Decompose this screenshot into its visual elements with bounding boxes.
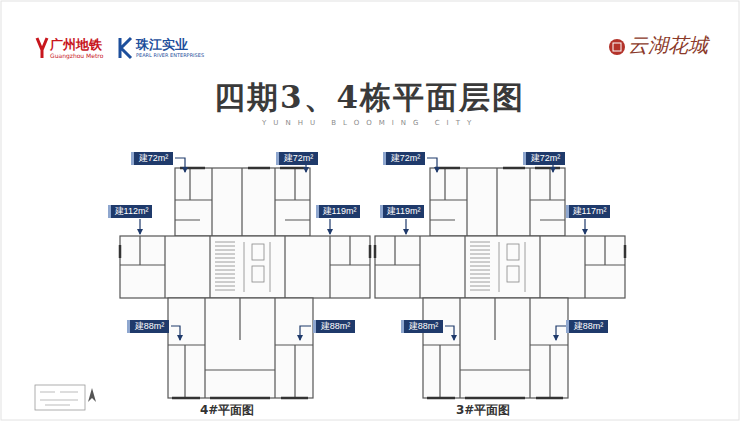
plan-stroke (329, 219, 330, 234)
area-text: 建72m² (139, 154, 169, 163)
area-callout: 建88m² (313, 320, 355, 333)
area-text: 建119m² (323, 207, 357, 216)
label-text: 广州地铁 (50, 38, 102, 52)
area-text: 建72m² (284, 154, 314, 163)
plan-stroke (300, 326, 311, 340)
area-text: 建119m² (387, 207, 421, 216)
area-callout: 建119m² (316, 205, 360, 218)
plan-stroke (40, 392, 78, 405)
area-callout: 建72m² (383, 152, 425, 165)
label-text: PEARL RIVER ENTERPRISES (136, 53, 204, 59)
plan-stroke (215, 242, 270, 292)
area-text: 建117m² (573, 207, 607, 216)
area-text: 建88m² (574, 322, 604, 331)
plan-stroke (175, 168, 310, 236)
area-callout: 建88m² (401, 320, 443, 333)
plan-stroke (168, 298, 313, 398)
plan-stroke (609, 39, 625, 55)
label-text: YUNHU BLOOMING CITY (262, 120, 478, 128)
area-callout: 建72m² (276, 152, 318, 165)
area-text: 建112m² (115, 207, 149, 216)
area-callout: 建88m² (566, 320, 608, 333)
area-callout: 建72m² (131, 152, 173, 165)
plan-stroke (244, 242, 270, 292)
plan-stroke (215, 242, 235, 290)
label-text: 3#平面图 (456, 404, 510, 417)
plan-stroke (88, 388, 96, 402)
plan-stroke (405, 219, 406, 234)
plan-stroke (556, 326, 566, 340)
area-callout: 建88m² (127, 320, 169, 333)
area-text: 建88m² (409, 322, 439, 331)
area-text: 建88m² (135, 322, 165, 331)
page-title: 四期3、4栋平面层图 (214, 80, 525, 114)
plan-stroke (140, 158, 585, 340)
plan-stroke (175, 168, 310, 236)
plan-stroke (139, 219, 140, 234)
label-text: 珠江实业 (136, 38, 188, 52)
area-callout: 建72m² (523, 152, 565, 165)
plan-stroke (120, 236, 370, 298)
plan-stroke (427, 158, 437, 172)
plan-stroke (120, 38, 131, 58)
area-callout: 建112m² (108, 205, 152, 218)
plan-stroke (613, 43, 621, 51)
plan-stroke (168, 298, 313, 398)
plan-stroke (35, 385, 85, 410)
plan-stroke (445, 326, 454, 340)
plan-stroke (584, 219, 585, 234)
area-text: 建72m² (531, 154, 561, 163)
plan-stroke (171, 326, 180, 340)
area-callout: 建119m² (380, 205, 424, 218)
plan-stroke (120, 168, 370, 398)
plan-stroke (252, 244, 264, 260)
plan-stroke (175, 158, 185, 172)
plan-stroke (120, 168, 370, 398)
area-text: 建72m² (391, 154, 421, 163)
label-text: 云湖花城 (628, 34, 708, 56)
plan-stroke (375, 168, 625, 398)
area-callout: 建117m² (566, 205, 610, 218)
area-text: 建88m² (321, 322, 351, 331)
plan-stroke (120, 168, 370, 398)
plan-stroke (37, 38, 47, 58)
plan-stroke (120, 236, 370, 298)
label-text: Guangzhou Metro (50, 53, 103, 60)
label-text: 4#平面图 (200, 404, 254, 417)
plan-stroke (252, 266, 264, 282)
